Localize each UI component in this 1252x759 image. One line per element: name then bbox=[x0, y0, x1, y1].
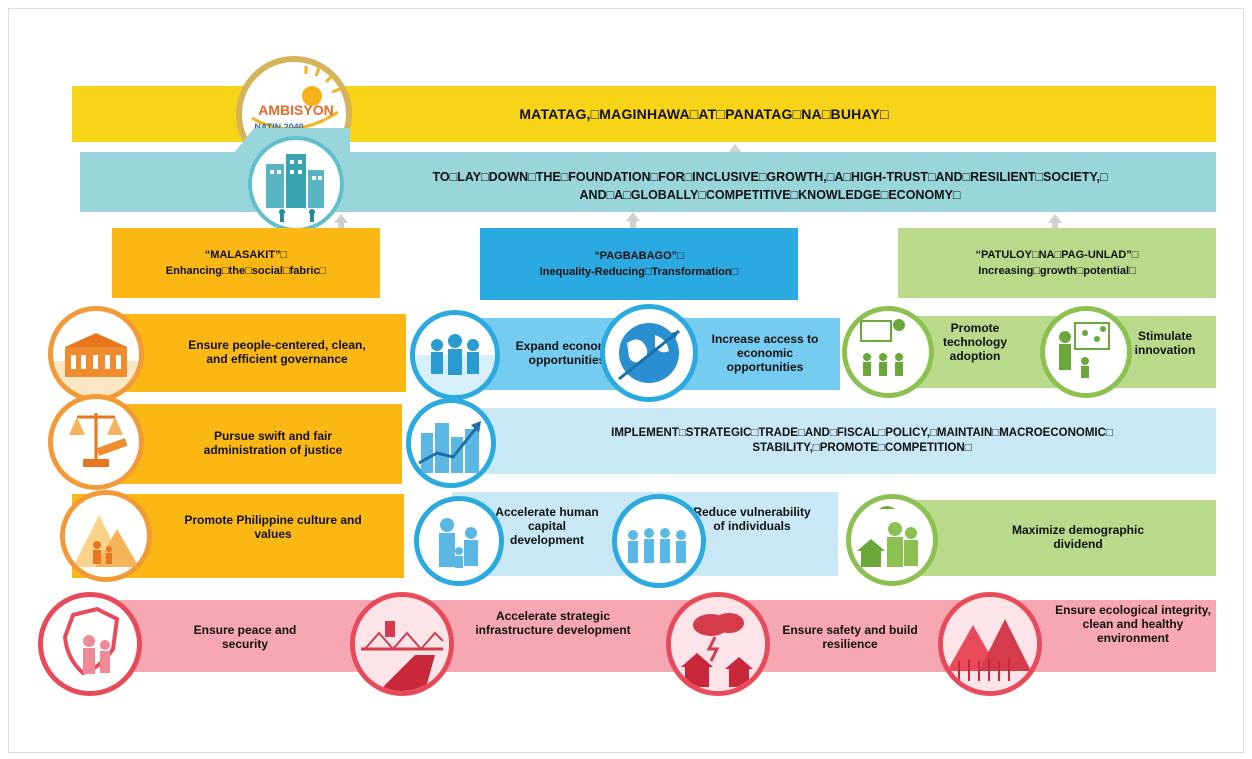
strategy-culture-text: Promote Philippine culture and values bbox=[184, 513, 362, 541]
strategy-macro-line1: IMPLEMENT□STRATEGIC□TRADE□AND□FISCAL□POL… bbox=[611, 426, 1113, 439]
arrow-up-icon bbox=[728, 144, 742, 153]
strategy-safety-text: Ensure safety and build resilience bbox=[782, 623, 918, 651]
city-growth-icon bbox=[418, 421, 481, 473]
pillar-pagbabago: “PAGBABAGO”□ Inequality-Reducing□Transfo… bbox=[480, 228, 798, 300]
strategy-infrastructure-text: Accelerate strategic infrastructure deve… bbox=[475, 609, 631, 637]
expand-icon-circle bbox=[410, 310, 500, 400]
strategy-expand-text: Expand economic opportunities bbox=[515, 339, 619, 367]
culture-icon-circle bbox=[60, 490, 152, 582]
strategy-justice-text: Pursue swift and fair administration of … bbox=[203, 429, 343, 457]
strategy-governance-text: Ensure people-centered, clean, and effic… bbox=[188, 338, 366, 366]
globe-icon bbox=[618, 323, 680, 383]
innovation-icon-circle bbox=[1040, 306, 1132, 398]
mountain-family-icon bbox=[73, 515, 139, 567]
demographic-icon-circle bbox=[846, 494, 938, 586]
pillar-pagbabago-title: “PAGBABAGO”□ bbox=[594, 249, 684, 262]
pillar-patuloy: “PATULOY□NA□PAG-UNLAD”□ Increasing□growt… bbox=[898, 228, 1216, 298]
pillar-patuloy-title: “PATULOY□NA□PAG-UNLAD”□ bbox=[975, 248, 1139, 261]
strategy-human-capital-text: Accelerate human capital development bbox=[495, 505, 599, 547]
arrow-up-icon bbox=[626, 212, 640, 221]
safety-icon-circle bbox=[666, 592, 770, 696]
goal-text-line1: TO□LAY□DOWN□THE□FOUNDATION□FOR□INCLUSIVE… bbox=[432, 170, 1108, 184]
pillar-malasakit-subtitle: Enhancing□the□social□fabric□ bbox=[165, 264, 327, 277]
arrow-up-icon bbox=[1048, 214, 1062, 223]
pillar-patuloy-subtitle: Increasing□growth□potential□ bbox=[978, 264, 1136, 277]
justice-icon-circle bbox=[48, 394, 144, 490]
human-capital-icon-circle bbox=[414, 496, 504, 586]
family-house-icon bbox=[857, 506, 918, 567]
city-buildings-icon bbox=[266, 154, 324, 222]
macro-icon-circle bbox=[406, 398, 496, 488]
pillar-malasakit-title: “MALASAKIT”□ bbox=[204, 248, 288, 261]
innovation-network-icon bbox=[1059, 322, 1110, 378]
crowd-icon bbox=[628, 528, 686, 563]
presentation-icon bbox=[860, 319, 905, 376]
bridge-icon bbox=[355, 597, 449, 691]
technology-icon-circle bbox=[842, 306, 934, 398]
arrow-stem-pagbabago bbox=[630, 220, 636, 232]
peace-icon-circle bbox=[38, 592, 142, 696]
governance-icon-circle bbox=[48, 306, 144, 402]
strategy-demographic-text: Maximize demographic dividend bbox=[1011, 523, 1145, 551]
family-icon bbox=[439, 518, 478, 568]
vulnerability-icon-circle bbox=[612, 494, 706, 588]
strategy-ecology-text: Ensure ecological integrity, clean and h… bbox=[1055, 603, 1211, 645]
people-group-icon bbox=[415, 334, 495, 395]
pillar-malasakit: “MALASAKIT”□ Enhancing□the□social□fabric… bbox=[112, 228, 380, 298]
storm-house-icon bbox=[671, 597, 765, 691]
government-building-icon bbox=[53, 333, 139, 397]
goal-text-line2: AND□A□GLOBALLY□COMPETITIVE□KNOWLEDGE□ECO… bbox=[579, 188, 961, 202]
pillar-pagbabago-subtitle: Inequality-Reducing□Transformation□ bbox=[539, 265, 739, 278]
strategy-innovation-text: Stimulate innovation bbox=[1134, 329, 1196, 357]
arrow-up-icon bbox=[334, 214, 348, 223]
shield-family-icon bbox=[62, 606, 120, 676]
strategy-vulnerability-text: Reduce vulnerability of individuals bbox=[693, 505, 811, 533]
strategy-macro-line2: STABILITY,□PROMOTE□COMPETITION□ bbox=[752, 442, 972, 454]
ecology-icon-circle bbox=[938, 592, 1042, 696]
strategy-increase-access-text: Increase access to economic opportunitie… bbox=[711, 332, 819, 374]
strategy-peace-text: Ensure peace and security bbox=[193, 623, 297, 651]
diagram-frame bbox=[8, 8, 1244, 753]
strategy-macro: IMPLEMENT□STRATEGIC□TRADE□AND□FISCAL□POL… bbox=[448, 408, 1216, 474]
logo-line2: NATIN 2040 bbox=[254, 122, 304, 132]
infrastructure-icon-circle bbox=[350, 592, 454, 696]
mountains-forest-icon bbox=[943, 597, 1037, 691]
logo-line1: AMBISYON bbox=[258, 102, 334, 118]
city-icon-circle bbox=[248, 136, 344, 232]
scales-of-justice-icon bbox=[69, 413, 128, 467]
strategy-technology-text: Promote technology adoption bbox=[942, 321, 1007, 363]
vision-text: MATATAG,□MAGINHAWA□AT□PANATAG□NA□BUHAY□ bbox=[519, 105, 889, 122]
increase-access-icon-circle bbox=[600, 304, 698, 402]
